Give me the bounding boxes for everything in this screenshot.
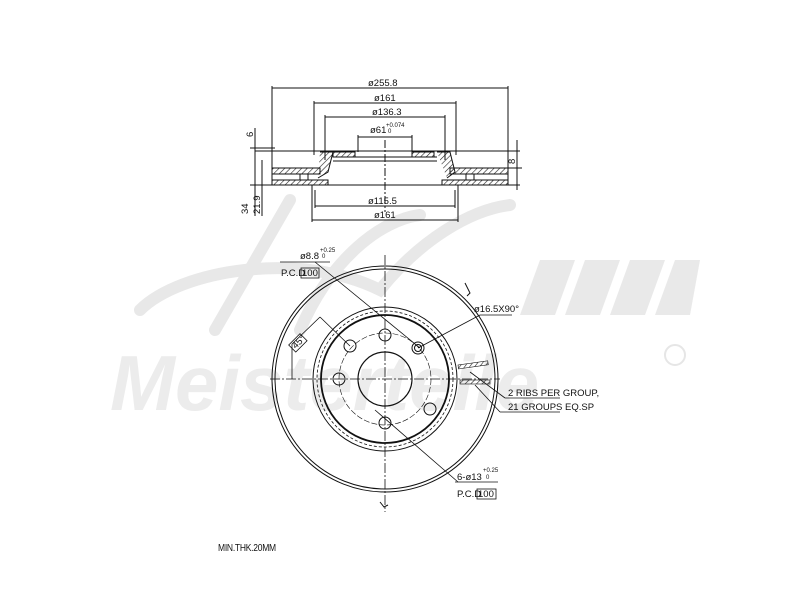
section-view-labels: ø255.8 ø161 ø136.3 ø61 +0.074 0 ø115.5 ø… bbox=[240, 78, 518, 221]
front-view bbox=[270, 255, 560, 512]
dim-overall-height: 34 bbox=[240, 203, 251, 214]
dim-friction-inner: ø136.3 bbox=[372, 107, 402, 118]
watermark-stripes bbox=[520, 260, 700, 315]
dim-center-bore-tol-upper: +0.074 bbox=[386, 123, 405, 129]
pcd-bottom-box bbox=[476, 488, 497, 500]
label-pcd-bottom-value: 100 bbox=[478, 489, 494, 500]
label-wheel-hole-tol-lower: 0 bbox=[322, 254, 326, 260]
label-pcd-top: P.C.D bbox=[281, 268, 305, 279]
dim-center-bore-tol-lower: 0 bbox=[388, 129, 392, 135]
section-view bbox=[250, 86, 522, 222]
dim-hat-thickness: 6 bbox=[245, 132, 256, 137]
label-ribs-line1: 2 RIBS PER GROUP, bbox=[508, 388, 599, 399]
label-bolt-holes: 6-ø13 bbox=[457, 472, 482, 483]
watermark-registered-icon bbox=[664, 344, 686, 366]
label-chamfer: ø16.5X90° bbox=[474, 304, 519, 315]
watermark-logo-swoosh bbox=[134, 194, 516, 336]
front-view-labels: ø8.8 +0.25 0 P.C.D 100 ø16.5X90° 45° 2 R… bbox=[281, 248, 599, 500]
dim-hat-diameter-top: ø161 bbox=[374, 93, 396, 104]
label-ribs-line2: 21 GROUPS EQ.SP bbox=[508, 402, 594, 413]
dim-hat-diameter-bottom: ø161 bbox=[374, 210, 396, 221]
label-wheel-hole: ø8.8 bbox=[300, 251, 319, 262]
dim-outer-diameter: ø255.8 bbox=[368, 78, 398, 89]
label-pcd-bottom: P.C.D bbox=[457, 489, 481, 500]
dim-right-thickness: 8 bbox=[507, 159, 518, 164]
dim-offset-height: 21.9 bbox=[252, 196, 263, 215]
label-pcd-top-value: 100 bbox=[302, 268, 318, 279]
label-wheel-hole-tol-upper: +0.25 bbox=[320, 248, 336, 254]
label-bolt-holes-tol-lower: 0 bbox=[486, 475, 490, 481]
label-bolt-holes-tol-upper: +0.25 bbox=[483, 468, 499, 474]
pcd-top-box bbox=[300, 267, 320, 279]
dim-center-bore: ø61 bbox=[370, 125, 386, 136]
angle-box bbox=[288, 333, 308, 353]
dim-hat-inner: ø115.5 bbox=[368, 196, 397, 207]
min-thickness-note: MIN.THK.20MM bbox=[218, 543, 276, 554]
